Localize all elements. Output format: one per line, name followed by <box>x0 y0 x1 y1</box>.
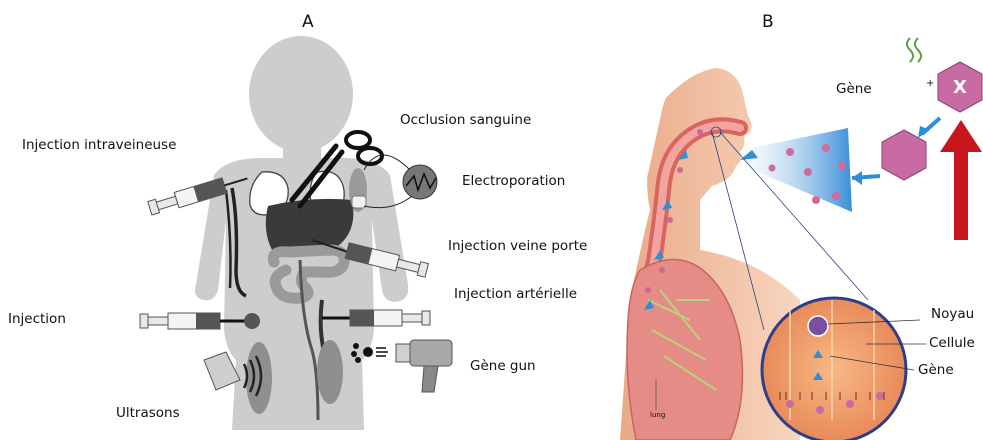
label-gene-top: Gène <box>836 81 872 97</box>
label-cell: Cellule <box>929 335 975 351</box>
cell-zoom-circle <box>762 298 906 440</box>
label-vector-x: X <box>953 77 967 98</box>
red-arrow-shaft <box>954 150 968 240</box>
label-nucleus: Noyau <box>931 306 974 322</box>
virus-capsid-loaded <box>882 130 926 180</box>
label-lung: lung <box>650 411 665 419</box>
label-plus: + <box>926 78 934 89</box>
nucleus-shape <box>808 316 828 336</box>
red-arrow-head <box>940 120 982 152</box>
label-gene-cell: Gène <box>918 362 954 378</box>
gene-helix <box>907 38 921 62</box>
